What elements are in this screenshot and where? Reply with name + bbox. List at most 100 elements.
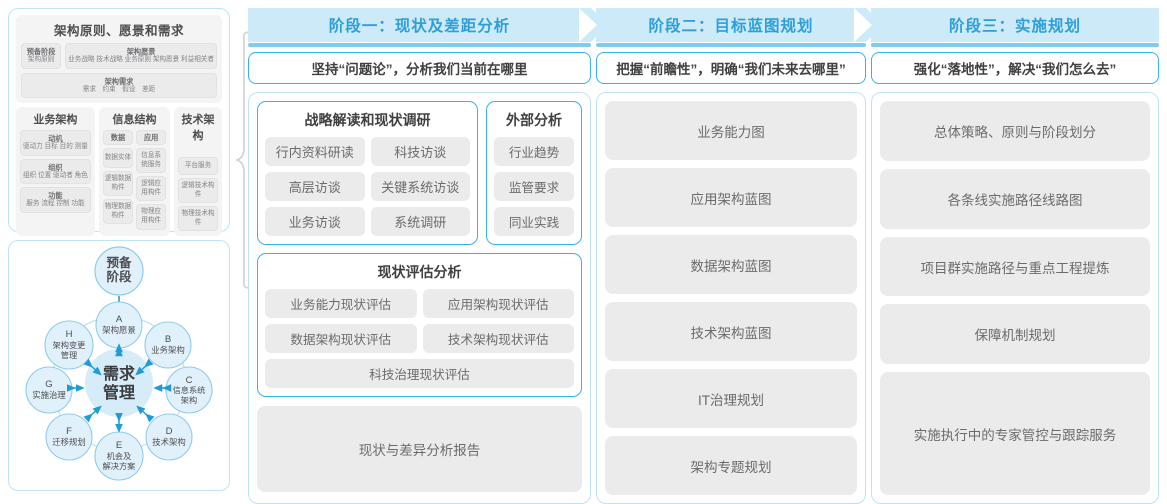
cycle-node-a-label: 架构愿景 [102, 325, 136, 335]
strategy-chip[interactable]: 科技访谈 [370, 137, 470, 166]
information-structure-column: 信息结构 数据 数据实体 逻辑数据构件 [98, 107, 171, 237]
vision-head: 架构愿景 [126, 47, 156, 56]
phase-2-item[interactable]: 业务能力图 [605, 101, 857, 160]
gap-analysis-report-chip[interactable]: 现状与差异分析报告 [257, 406, 582, 492]
phase-2-banner-bg [596, 8, 866, 42]
info-system-service-label: 信息系统服务 [141, 152, 162, 168]
cycle-node-d [145, 413, 193, 461]
cycle-prep-line1: 预备 [106, 255, 132, 270]
phase-2-column: 阶段二：目标蓝图规划 把握“前瞻性”，明确“我们未来去哪里” 业务能力图 应用架… [579, 8, 883, 504]
arrow-d-center [136, 405, 155, 423]
cycle-center-line2: 管理 [103, 383, 135, 402]
prep-stage-head: 预备阶段 [26, 47, 56, 56]
architecture-vision-cell: 架构愿景 业务战略 技术战略 业务原则 架构愿景 利益相关者 [65, 43, 217, 69]
vision-sub: 业务战略 技术战略 业务原则 架构愿景 利益相关者 [68, 56, 214, 63]
logical-data-label: 逻辑数据构件 [104, 175, 132, 191]
logical-app-cell: 逻辑应用构件 [136, 176, 167, 202]
logical-tech-label: 逻辑技术构件 [181, 182, 215, 198]
function-cell: 功能 服务 流程 控制 功能 [20, 187, 91, 213]
phase-3-item[interactable]: 保障机制规划 [880, 304, 1150, 365]
cycle-node-c-label1: 信息系统 [173, 385, 206, 395]
info-system-service-cell: 信息系统服务 [136, 148, 167, 174]
strategy-chip[interactable]: 高层访谈 [265, 172, 365, 201]
phase-3-item[interactable]: 总体策略、原则与阶段划分 [880, 101, 1150, 161]
prep-stage-cell: 预备阶段 架构原则 [21, 43, 62, 69]
assessment-chip[interactable]: 应用架构现状评估 [422, 289, 574, 318]
external-chip-grid: 行业趋势 监管要求 同业实践 [494, 137, 574, 236]
cycle-node-b-label: 业务架构 [151, 345, 185, 355]
data-head-cell: 数据 [102, 130, 134, 146]
cycle-node-f-label: 迁移规划 [52, 437, 86, 447]
information-structure-title: 信息结构 [112, 114, 157, 127]
cycle-node-b-key: B [165, 334, 171, 345]
phase-2-item[interactable]: 技术架构蓝图 [605, 302, 857, 361]
technology-architecture-column: 技术架构 平台服务 逻辑技术构件 物理技术构件 [174, 107, 222, 237]
assessment-chip[interactable]: 数据架构现状评估 [265, 324, 417, 353]
phase-3-subtitle[interactable]: 强化“落地性”，解决“我们怎么去” [871, 52, 1159, 84]
phase-3-item[interactable]: 实施执行中的专家管控与跟踪服务 [880, 372, 1150, 495]
cycle-node-a-key: A [116, 314, 123, 325]
cycle-node-g-label: 实施治理 [32, 390, 66, 400]
cycle-node-h-label1: 架构变更 [53, 340, 86, 350]
phase-1-banner-text: 阶段一：现状及差距分析 [328, 18, 511, 35]
phase-2-item[interactable]: 架构专题规划 [605, 436, 857, 495]
technology-architecture-title: 技术架构 [181, 114, 215, 143]
phase-1-column: 阶段一：现状及差距分析 坚持“问题论”，分析我们当前在哪里 战略解读和现状调研 … [248, 8, 608, 504]
assessment-chip[interactable]: 技术架构现状评估 [422, 324, 574, 353]
phase-3-item[interactable]: 项目群实施路径与重点工程提炼 [880, 236, 1150, 297]
application-head: 应用 [143, 133, 159, 143]
organization-sub: 组织 位置 驱动者 角色 [23, 171, 88, 179]
strategy-chip[interactable]: 业务访谈 [265, 207, 365, 236]
cycle-prep-line2: 阶段 [106, 269, 132, 284]
strategy-chip[interactable]: 行内资料研读 [265, 137, 365, 166]
data-entity-label: 数据实体 [104, 153, 132, 161]
phase-3-item[interactable]: 各条线实施路径线路图 [880, 168, 1150, 229]
strategy-card-title: 战略解读和现状调研 [304, 112, 431, 128]
phase-2-item[interactable]: 应用架构蓝图 [605, 168, 857, 227]
external-chip[interactable]: 同业实践 [494, 207, 574, 236]
cycle-node-f [45, 413, 93, 461]
physical-tech-label: 物理技术构件 [181, 210, 215, 226]
strategy-chip-grid: 行内资料研读 科技访谈 高层访谈 关键系统访谈 业务访谈 系统调研 [265, 137, 470, 236]
phase-2-underbar [596, 43, 866, 47]
adm-cycle-svg: 预备 阶段 需求 管理 A 架构愿景 B 业务架构 C [25, 246, 213, 481]
phase-2-subtitle[interactable]: 把握“前瞻性”，明确“我们未来去哪里” [596, 52, 866, 84]
cycle-node-c-label2: 架构 [181, 395, 197, 405]
phase-2-banner: 阶段二：目标蓝图规划 [579, 8, 883, 42]
logical-app-label: 逻辑应用构件 [141, 180, 162, 196]
external-chip[interactable]: 行业趋势 [494, 137, 574, 166]
phase-1-subtitle[interactable]: 坚持“问题论”，分析我们当前在哪里 [248, 52, 591, 84]
phase-3-banner: 阶段三：实施规划 [854, 8, 1159, 42]
strategy-chip[interactable]: 关键系统访谈 [370, 172, 470, 201]
business-architecture-column: 业务架构 动机 驱动力 目标 目的 测量 组织 组织 位置 驱动者 角色 功能 [16, 107, 95, 237]
platform-service-cell: 平台服务 [178, 157, 218, 176]
cycle-node-e-key: E [116, 440, 122, 451]
phase-3-body: 总体策略、原则与阶段划分 各条线实施路径线路图 项目群实施路径与重点工程提炼 保… [871, 92, 1159, 504]
phase-2-item[interactable]: 数据架构蓝图 [605, 235, 857, 294]
function-head: 功能 [48, 191, 63, 201]
prep-stage-sub: 架构原则 [27, 56, 55, 63]
assessment-chip-full[interactable]: 科技治理现状评估 [265, 359, 574, 388]
strategy-chip[interactable]: 系统调研 [370, 207, 470, 236]
motivation-sub: 驱动力 目标 目的 测量 [23, 143, 88, 151]
phase-2-body: 业务能力图 应用架构蓝图 数据架构蓝图 技术架构蓝图 IT治理规划 架构专题规划 [596, 92, 866, 504]
cycle-center-node [85, 349, 153, 417]
current-state-assessment-card: 现状评估分析 业务能力现状评估 应用架构现状评估 数据架构现状评估 技术架构现状… [257, 253, 582, 397]
external-card-title: 外部分析 [506, 112, 562, 128]
assessment-chip[interactable]: 业务能力现状评估 [265, 289, 417, 318]
strategy-research-card: 战略解读和现状调研 行内资料研读 科技访谈 高层访谈 关键系统访谈 业务访谈 系… [257, 101, 478, 245]
cycle-node-h-key: H [66, 329, 73, 340]
external-chip[interactable]: 监管要求 [494, 172, 574, 201]
data-subcolumn: 数据 数据实体 逻辑数据构件 物理数据构件 [102, 130, 134, 229]
phase-2-item[interactable]: IT治理规划 [605, 369, 857, 428]
phase-3-column: 阶段三：实施规划 强化“落地性”，解决“我们怎么去” 总体策略、原则与阶段划分 … [854, 8, 1159, 504]
arrow-h-center [83, 358, 102, 376]
left-column: 架构原则、愿景和需求 预备阶段 架构原则 架构愿景 业务战略 技术战略 业务原则… [8, 8, 251, 491]
assessment-card-title: 现状评估分析 [377, 264, 462, 280]
cycle-node-prep [94, 246, 144, 296]
cycle-node-b [144, 321, 192, 369]
physical-app-label: 物理应用构件 [141, 208, 162, 224]
platform-service-label: 平台服务 [184, 161, 212, 169]
organization-head: 组织 [48, 162, 63, 172]
